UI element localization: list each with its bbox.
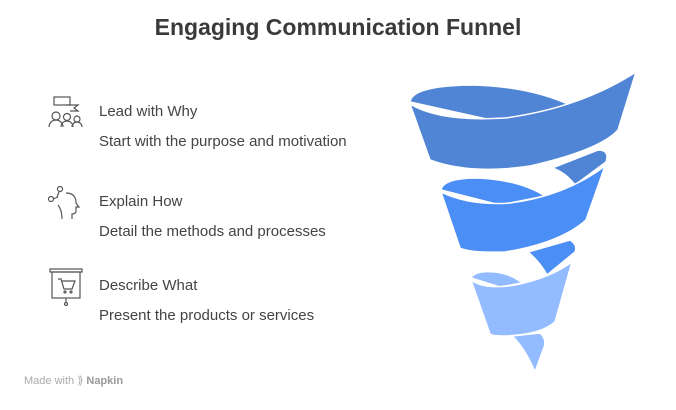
item-heading: Describe What — [99, 277, 198, 294]
funnel-level-3 — [470, 261, 573, 337]
page-title: Engaging Communication Funnel — [154, 14, 522, 40]
funnel-level-1 — [409, 71, 637, 171]
item-heading: Lead with Why — [99, 103, 198, 120]
item-description: Present the products or services — [99, 307, 315, 324]
funnel-level-2 — [440, 165, 606, 253]
funnel-level-3-tail — [511, 332, 546, 373]
funnel-level-2-back — [440, 177, 546, 206]
item-description: Start with the purpose and motivation — [99, 133, 347, 150]
napkin-logo-icon: ⟫ — [77, 375, 84, 387]
funnel-level-3-back — [470, 270, 523, 288]
footer-attribution: Made with ⟫ Napkin — [24, 374, 123, 387]
footer-prefix: Made with — [24, 375, 75, 387]
head-thinking-icon — [47, 185, 81, 220]
cart-board-icon — [49, 268, 83, 307]
item-heading: Explain How — [99, 193, 183, 210]
funnel-level-1-back — [409, 84, 573, 123]
item-description: Detail the methods and processes — [99, 223, 326, 240]
presentation-audience-icon — [48, 96, 83, 128]
footer-brand: Napkin — [86, 375, 124, 387]
